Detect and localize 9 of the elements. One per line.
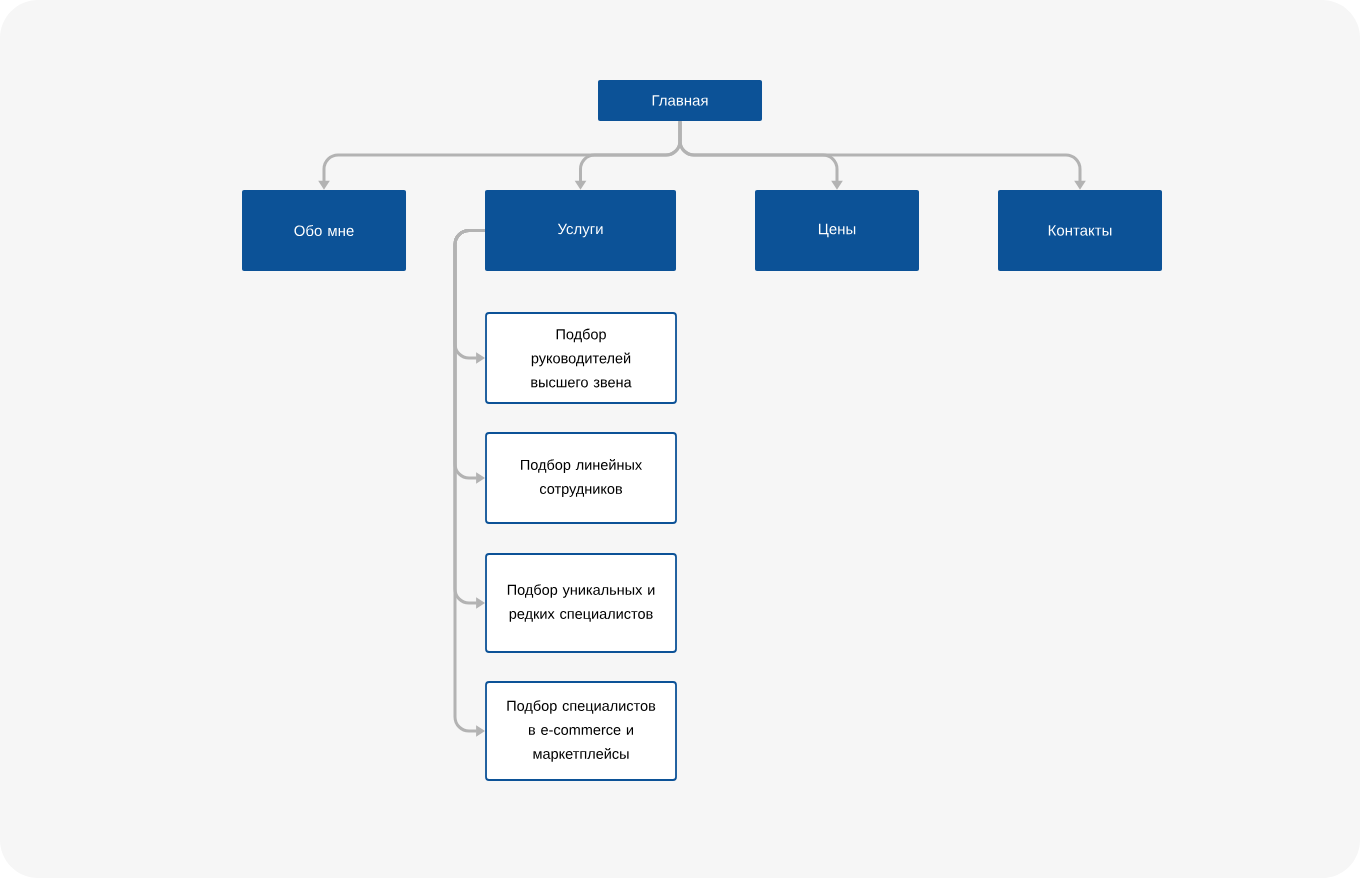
- page-box: Услуги: [485, 190, 676, 271]
- subpage-box: Подбор уникальных и редких специалистов: [485, 553, 677, 653]
- page-box: Обо мне: [242, 190, 406, 271]
- subpage-box: Подбор руководителей высшего звена: [485, 312, 677, 404]
- page-box: Цены: [755, 190, 919, 271]
- subpage-box: Подбор линейных сотрудников: [485, 432, 677, 524]
- subpage-box: Подбор специалистов в e-commerce и маркетплейсы: [485, 681, 677, 781]
- page-box: Главная: [598, 80, 762, 121]
- page-box: Контакты: [998, 190, 1162, 271]
